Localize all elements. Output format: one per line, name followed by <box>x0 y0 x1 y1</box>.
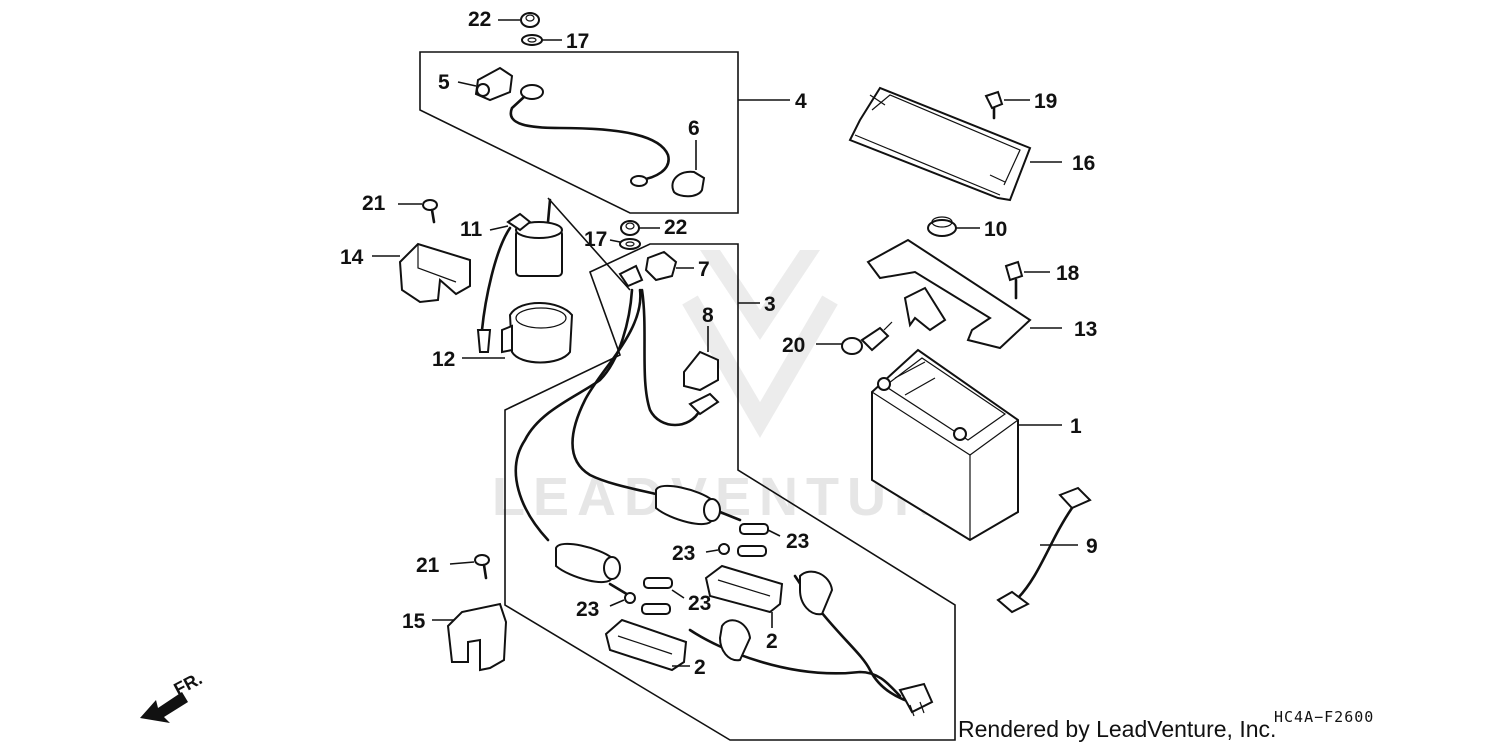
diagram-code: HC4A−F2600 <box>1274 708 1375 726</box>
washer-17-middle <box>609 238 641 250</box>
callout-5: 5 <box>438 71 450 94</box>
callout-3: 3 <box>764 293 776 316</box>
screw-21-top <box>398 199 438 224</box>
callout-23-d: 23 <box>576 598 599 621</box>
terminal-cap-8 <box>683 326 719 392</box>
callout-8: 8 <box>702 304 714 327</box>
fuse-23-d <box>609 592 671 615</box>
battery-1 <box>871 348 1062 542</box>
front-arrow-icon: FR. <box>140 668 205 723</box>
callout-4: 4 <box>795 90 807 113</box>
bolt-18 <box>1004 260 1050 300</box>
callout-17-middle: 17 <box>584 228 607 251</box>
callout-23-a: 23 <box>786 530 809 553</box>
callout-20: 20 <box>782 334 805 357</box>
callout-2-lower: 2 <box>694 656 706 679</box>
battery-strap-9 <box>996 486 1092 614</box>
clamp-20 <box>816 321 893 355</box>
fuse-23-a <box>739 523 781 537</box>
fuse-holder-lower <box>555 542 621 583</box>
callout-10: 10 <box>984 218 1007 241</box>
bolt-19 <box>984 90 1030 120</box>
credit-text: Rendered by LeadVenture, Inc. <box>958 716 1277 742</box>
bracket-15 <box>432 602 508 672</box>
callout-7: 7 <box>698 258 710 281</box>
group-box-4 <box>419 51 790 214</box>
callout-21-top: 21 <box>362 192 386 215</box>
callout-2-upper: 2 <box>766 630 778 653</box>
starter-relay-11 <box>476 198 563 353</box>
screw-21-lower <box>449 554 490 580</box>
callout-22-middle: 22 <box>664 216 687 239</box>
callout-19: 19 <box>1034 90 1057 113</box>
callout-11: 11 <box>460 218 483 241</box>
callout-14: 14 <box>340 246 364 269</box>
terminal-boot-6 <box>671 140 706 198</box>
callout-15: 15 <box>402 610 426 633</box>
battery-bracket-13 <box>866 238 1062 350</box>
callout-22-top: 22 <box>468 8 491 31</box>
terminal-cap-7 <box>644 250 694 282</box>
grommet-10 <box>927 216 980 237</box>
nut-22-middle <box>620 220 660 236</box>
callout-13: 13 <box>1074 318 1097 341</box>
terminal-cap-5 <box>457 66 514 102</box>
fuse-box-2-lower <box>604 618 752 672</box>
battery-cable-4 <box>509 84 670 187</box>
nut-22-top <box>498 12 540 28</box>
callout-12: 12 <box>432 348 455 371</box>
bracket-14 <box>372 242 471 304</box>
callout-9: 9 <box>1086 535 1098 558</box>
group-box-3 <box>504 197 956 741</box>
washer-17-top <box>521 34 562 46</box>
callout-23-c: 23 <box>688 592 711 615</box>
callout-16: 16 <box>1072 152 1095 175</box>
callout-6: 6 <box>688 117 700 140</box>
fuse-box-2-upper <box>704 564 834 628</box>
fuse-holder-upper <box>655 484 721 525</box>
battery-cover-16 <box>848 86 1062 202</box>
callout-17-top: 17 <box>566 30 589 53</box>
callout-23-b: 23 <box>672 542 695 565</box>
callout-21-lower: 21 <box>416 554 440 577</box>
callout-1: 1 <box>1070 415 1082 438</box>
front-label: FR. <box>170 668 205 699</box>
fuse-23-c <box>643 577 685 599</box>
callout-labels: 1 2 2 3 4 5 6 7 8 9 10 11 12 13 14 15 16… <box>340 8 1098 679</box>
fuse-23-b <box>705 543 767 557</box>
callout-18: 18 <box>1056 262 1080 285</box>
relay-cover-12 <box>462 302 574 364</box>
